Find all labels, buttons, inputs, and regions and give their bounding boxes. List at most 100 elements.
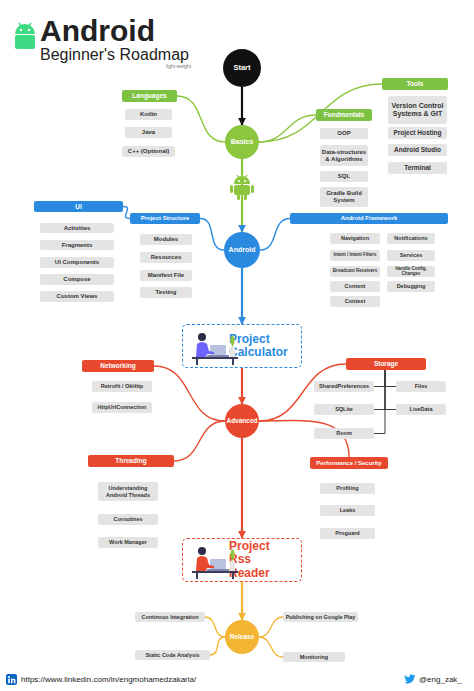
node-label: SQLite (335, 406, 353, 412)
section-header: Performance / Security (310, 457, 388, 469)
topic-box: Publishing on Google Play (283, 612, 358, 622)
connector (154, 366, 225, 421)
topic-box: Proguard (320, 528, 375, 539)
topic-box: SQL (320, 171, 368, 182)
node-label: Basics (231, 138, 254, 146)
topic-box: UI Components (40, 257, 114, 268)
node-label: UI Components (55, 259, 99, 266)
node-label: Room (336, 430, 352, 436)
node-label: Tools (407, 80, 424, 87)
section-header: Project Structure (130, 213, 200, 224)
node-label: Networking (100, 362, 135, 369)
connector (259, 84, 382, 142)
milestone-circle: Advanced (225, 404, 259, 438)
connector (241, 438, 243, 538)
node-label: Files (415, 383, 428, 389)
node-label: Leaks (340, 507, 356, 513)
topic-box: Debugging (387, 281, 435, 292)
node-label: Storage (374, 360, 398, 367)
node-label: Activities (64, 225, 91, 232)
node-label: SQL (338, 173, 350, 180)
topic-box: Coroutines (98, 514, 158, 525)
connector (210, 637, 225, 655)
node-label: Manifest File (148, 272, 184, 279)
android-logo (12, 20, 38, 56)
section-header: UI (34, 201, 123, 212)
node-label: Testing (156, 289, 177, 296)
connector (374, 370, 385, 410)
topic-box: Project Hosting (388, 127, 447, 139)
node-label: Custom Views (57, 293, 98, 300)
node-label: Kotlin (140, 111, 157, 118)
milestone-circle: Start (223, 49, 261, 87)
section-header: Storage (346, 358, 426, 370)
section-header: Android Framework (290, 213, 448, 224)
topic-box: Services (387, 250, 435, 261)
node-label: Project Structure (141, 215, 190, 222)
node-label: Retrofit / OkHttp (101, 383, 143, 389)
topic-box: Version Control Systems & GIT (388, 96, 447, 124)
node-label: Project Hosting (393, 129, 441, 136)
topic-box: Java (125, 127, 172, 138)
node-label: UI (75, 203, 82, 210)
connector (259, 115, 316, 142)
connector (259, 637, 283, 657)
subtitle-note: light weight (166, 63, 191, 69)
topic-box: HttpUrlConnection (92, 402, 152, 413)
topic-box: SQLite (314, 404, 374, 415)
node-label: Handle Config. Changes (387, 267, 435, 277)
connector (259, 617, 283, 637)
connector (374, 370, 385, 387)
node-label: Threading (115, 457, 146, 464)
node-label: Android Studio (394, 146, 441, 153)
milestone-circle: Release (225, 620, 259, 654)
topic-box: Understanding Android Threads (98, 482, 158, 501)
twitter-icon (404, 674, 416, 685)
topic-box: Files (396, 381, 446, 392)
node-label: Release (230, 633, 255, 640)
topic-box: Broadcast Receivers (330, 266, 380, 277)
node-label: Project Rss Reader (229, 540, 295, 580)
node-label: Version Control Systems & GIT (388, 102, 447, 117)
section-header: Threading (88, 455, 174, 467)
topic-box: Data-structures & Algorithms (320, 145, 368, 166)
topic-box: Intent / Intent Filters (330, 250, 380, 261)
diagram-title: Android (40, 14, 155, 48)
node-label: Understanding Android Threads (98, 485, 158, 497)
node-label: Resources (151, 254, 182, 261)
topic-box: Profiling (320, 483, 375, 494)
connector (260, 219, 290, 251)
topic-box: LiveData (396, 404, 446, 415)
topic-box: Kotlin (125, 109, 172, 120)
topic-box: Static Code Analysis (135, 650, 210, 660)
subtitle: Beginner's Roadmap (40, 46, 189, 64)
connector (241, 268, 243, 324)
connector (241, 582, 243, 620)
topic-box: SharedPreferences (314, 381, 374, 392)
topic-box: Android Studio (388, 144, 447, 156)
topic-box: Notifications (387, 233, 435, 244)
node-label: Services (400, 252, 423, 258)
node-label: Notifications (394, 235, 427, 241)
node-label: Android (229, 246, 256, 254)
node-label: LiveData (410, 406, 433, 412)
node-label: Fundmentals (324, 111, 364, 118)
node-label: Compose (63, 276, 90, 283)
connector (374, 370, 385, 434)
topic-box: Terminal (388, 162, 447, 174)
topic-box: Handle Config. Changes (387, 266, 435, 277)
connector (123, 207, 130, 219)
topic-box: OOP (320, 128, 368, 139)
node-label: C++ (Optional) (128, 148, 169, 155)
developer-illustration (190, 541, 240, 579)
android-robot-icon (229, 173, 255, 201)
node-label: Performance / Security (316, 460, 381, 467)
connector (241, 87, 243, 125)
node-label: Intent / Intent Filters (333, 253, 376, 258)
node-label: Modules (154, 236, 178, 243)
connector (385, 370, 396, 410)
connector (205, 617, 225, 637)
topic-box: Leaks (320, 505, 375, 516)
connector (177, 96, 225, 142)
